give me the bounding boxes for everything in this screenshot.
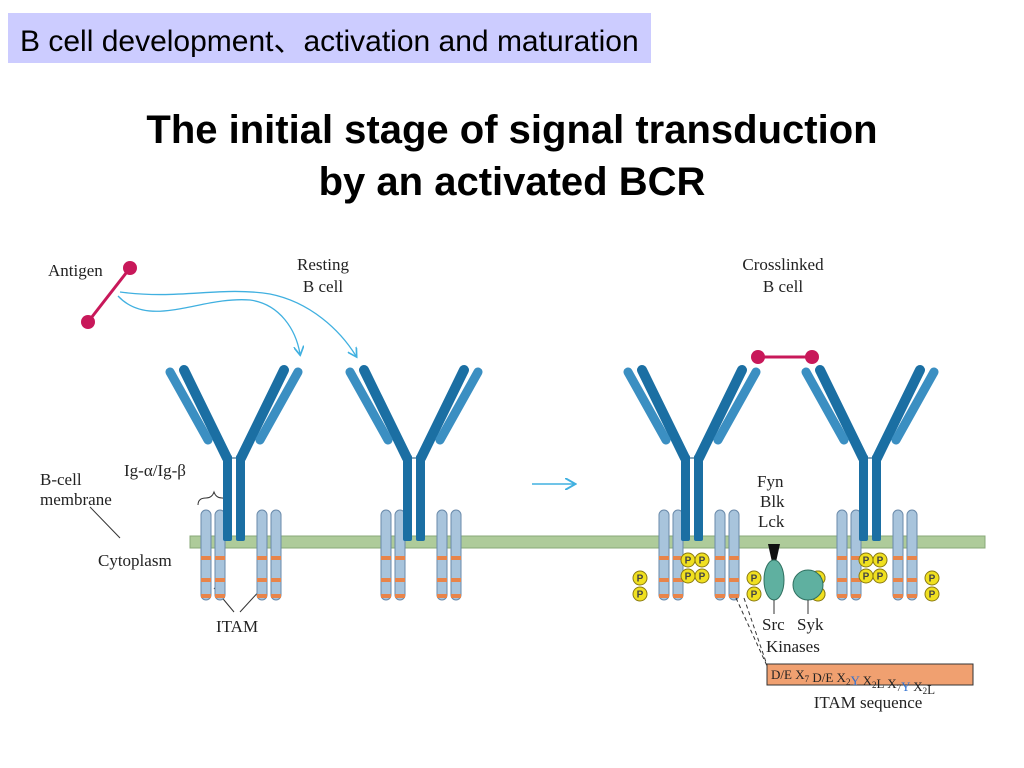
resting-label-line2: B cell: [303, 277, 343, 296]
svg-text:P: P: [751, 574, 758, 585]
bcr-antibody-2: [623, 365, 761, 541]
ig-chain-1-2: [436, 509, 448, 601]
resting-label: Resting B cell: [297, 255, 349, 296]
blk-label: Blk: [760, 492, 785, 511]
syk-kinase: [792, 569, 824, 614]
phosphate: P: [746, 570, 762, 586]
phosphate: P: [746, 586, 762, 602]
ig-chain-2-3: [728, 509, 740, 601]
src-kinase: [763, 544, 785, 614]
ig-chain-1-1: [394, 509, 406, 601]
svg-text:P: P: [685, 572, 692, 583]
phosphate: P: [632, 586, 648, 602]
ig-chain-1-0: [380, 509, 392, 601]
phosphate: P: [924, 586, 940, 602]
svg-text:P: P: [929, 574, 936, 585]
free-antigen: [81, 261, 137, 329]
antigen-label: Antigen: [48, 261, 103, 280]
title-line-2: by an activated BCR: [318, 160, 706, 204]
resting-label-line1: Resting: [297, 255, 349, 274]
ig-chain-0-1: [214, 509, 226, 601]
lck-label: Lck: [758, 512, 785, 531]
membrane-pointer: [89, 506, 121, 539]
phosphate: P: [694, 552, 710, 568]
phosphate: P: [872, 568, 888, 584]
itam-sequence-box: [766, 663, 974, 686]
kinases-label: Kinases: [766, 637, 820, 656]
svg-text:P: P: [863, 572, 870, 583]
crosslinked-label: Crosslinked B cell: [742, 255, 824, 296]
receptor-group: PPPPPPPPPPPPPPPPPP: [165, 365, 940, 602]
svg-text:P: P: [751, 590, 758, 601]
ig-chain-2-0: [658, 509, 670, 601]
ig-chain-2-1: [672, 509, 684, 601]
phosphate: P: [632, 570, 648, 586]
svg-text:P: P: [637, 590, 644, 601]
svg-text:P: P: [685, 556, 692, 567]
svg-text:P: P: [863, 556, 870, 567]
phosphate: P: [680, 568, 696, 584]
crosslinked-label-line1: Crosslinked: [742, 255, 824, 274]
svg-text:P: P: [877, 556, 884, 567]
bcr-antibody-1: [345, 365, 483, 541]
ig-alpha-beta-label: Ig-α/Ig-β: [124, 461, 186, 480]
membrane-label-line2: membrane: [40, 490, 112, 509]
ig-chain-3-0: [836, 509, 848, 601]
binding-arrow-2: [119, 290, 356, 356]
itam-label: ITAM: [216, 617, 258, 636]
ig-chain-0-2: [256, 509, 268, 601]
phosphate: P: [858, 552, 874, 568]
binding-arrow-1: [117, 295, 300, 354]
phosphate: P: [694, 568, 710, 584]
ig-chain-0-3: [270, 509, 282, 601]
crosslinking-antigen: [751, 350, 819, 364]
itam-sequence-label: ITAM sequence: [814, 693, 923, 712]
syk-label: Syk: [797, 615, 824, 634]
ig-chain-0-0: [200, 509, 212, 601]
ig-chain-1-3: [450, 509, 462, 601]
topic-banner: B cell development、activation and matura…: [8, 13, 651, 63]
svg-text:P: P: [929, 590, 936, 601]
itam-sequence: D/E X7 D/E X2Y X2L X7Y X2L ITAM sequence: [735, 597, 974, 712]
svg-text:P: P: [699, 556, 706, 567]
ig-chain-2-2: [714, 509, 726, 601]
ig-chain-3-2: [892, 509, 904, 601]
ig-chain-3-3: [906, 509, 918, 601]
itam-sequence-text: D/E X7 D/E X2Y X2L X7Y X2L: [771, 667, 935, 697]
membrane-label-line1: B-cell: [40, 470, 82, 489]
bcr-antibody-3: [801, 365, 939, 541]
phosphate: P: [858, 568, 874, 584]
phosphate: P: [680, 552, 696, 568]
cytoplasm-label: Cytoplasm: [98, 551, 172, 570]
slide-title: The initial stage of signal transduction…: [0, 104, 1024, 208]
phosphate: P: [924, 570, 940, 586]
svg-text:P: P: [877, 572, 884, 583]
svg-text:P: P: [699, 572, 706, 583]
phosphate: P: [872, 552, 888, 568]
bcr-antibody-0: [165, 365, 303, 541]
src-label: Src: [762, 615, 785, 634]
title-line-1: The initial stage of signal transduction: [146, 108, 878, 152]
fyn-label: Fyn: [757, 472, 784, 491]
svg-text:P: P: [637, 574, 644, 585]
crosslinked-label-line2: B cell: [763, 277, 803, 296]
